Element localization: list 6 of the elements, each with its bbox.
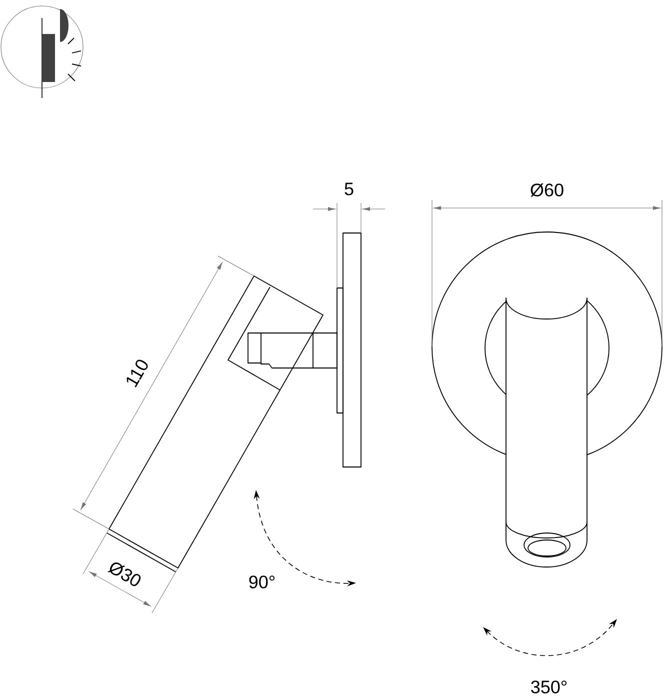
dimension-label: Ø30: [107, 562, 141, 586]
dimension-label: 90°: [249, 576, 275, 588]
dimension-label: 110: [126, 360, 148, 388]
dimension-label: 5: [344, 182, 354, 196]
dimension-label: Ø60: [530, 183, 564, 197]
dimension-label: 350°: [531, 680, 567, 694]
